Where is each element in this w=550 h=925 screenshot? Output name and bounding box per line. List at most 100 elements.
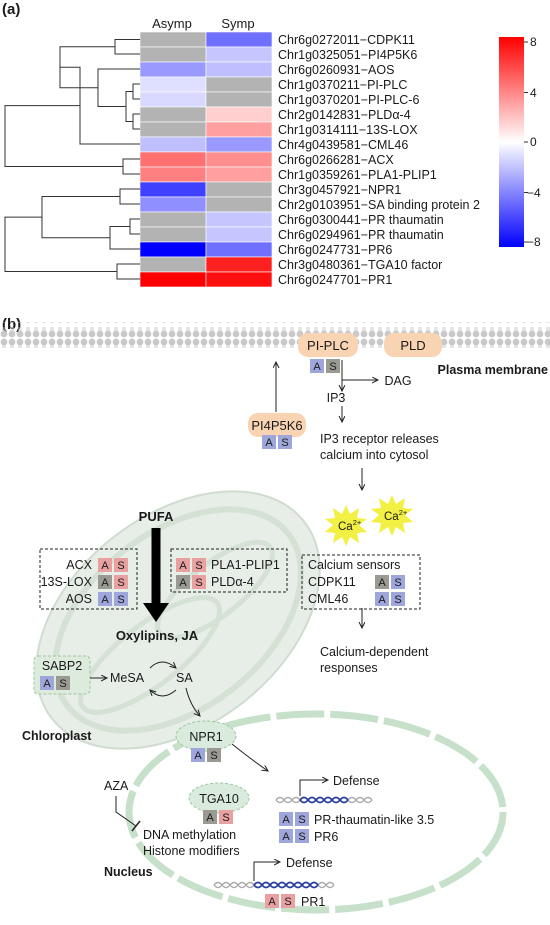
chloroplast-label: Chloroplast xyxy=(22,729,92,743)
gene-label: Chr3g0480361−TGA10 factor xyxy=(278,258,442,272)
heatmap-cell-asymp xyxy=(139,196,207,213)
ip3-label: IP3 xyxy=(327,391,346,405)
colorbar xyxy=(499,37,524,247)
cml46-tile-a: A xyxy=(378,594,386,606)
pi4p5k6-tile-a: A xyxy=(265,437,273,449)
pr-thaumatin-symp-tile xyxy=(295,812,309,826)
pla1-symp-tile xyxy=(192,558,206,572)
aos-tile-s: S xyxy=(117,594,124,606)
plasma-membrane-label: Plasma membrane xyxy=(438,363,549,377)
acx-asymp-tile xyxy=(98,558,112,572)
gene-label: Chr1g0314111−13S-LOX xyxy=(278,123,418,137)
sa-cycle-arrows xyxy=(90,661,200,716)
cdpk11-tile-s: S xyxy=(394,577,401,589)
calcium-ion-1-label: Ca2+ xyxy=(338,518,362,533)
heatmap-cell-asymp xyxy=(139,166,207,183)
dna-helix-upper xyxy=(275,796,373,804)
pi-plc-tile-a: A xyxy=(313,361,321,373)
gene-label: Chr1g0370211−PI-PLC xyxy=(278,78,407,92)
aos-asymp-tile xyxy=(98,592,112,606)
pr6-symp-tile xyxy=(295,829,309,843)
sa-label: SA xyxy=(176,671,193,685)
oxylipins-label: Oxylipins, JA xyxy=(116,628,199,643)
heatmap-cell-asymp xyxy=(139,121,207,138)
cml46-label: CML46 xyxy=(308,592,348,606)
heatmap-cell-symp xyxy=(205,226,273,243)
nucleus-envelope xyxy=(125,710,507,914)
heatmap-cell-symp xyxy=(205,46,273,63)
heatmap-cell-asymp xyxy=(139,46,207,63)
cml46-tile-s: S xyxy=(394,594,401,606)
gene-label: Chr6g0300441−PR thaumatin xyxy=(278,213,444,227)
dag-label: DAG xyxy=(384,374,411,388)
lox-label: 13S-LOX xyxy=(41,575,93,589)
lox-asymp-tile xyxy=(98,575,112,589)
acx-symp-tile xyxy=(114,558,128,572)
npr1-symp-tile xyxy=(207,748,221,762)
pld-protein xyxy=(384,333,442,357)
nucleus-label: Nucleus xyxy=(104,865,153,879)
acx-label: ACX xyxy=(66,558,92,572)
cdpk11-symp-tile xyxy=(391,575,405,589)
pi4p5k6-asymp-tile xyxy=(262,435,276,449)
pi4p5k6-protein xyxy=(248,413,306,437)
pr-thaumatin-label: PR-thaumatin-like 3.5 xyxy=(314,813,434,827)
gene-label: Chr1g0359261−PLA1-PLIP1 xyxy=(278,168,437,182)
heatmap-cell-asymp xyxy=(139,61,207,78)
gene-label: Chr2g0103951−SA binding protein 2 xyxy=(278,198,480,212)
pla1-label: PLA1-PLIP1 xyxy=(211,558,280,572)
pi4p5k6-symp-tile xyxy=(278,435,292,449)
colorbar-ticks xyxy=(524,41,528,243)
aza-inhibition-bar xyxy=(131,820,141,832)
acx-tile-s: S xyxy=(117,560,124,572)
pla1-tile-s: S xyxy=(195,560,202,572)
calcium-ion-2-label: Ca2+ xyxy=(384,508,408,523)
heatmap-cell-asymp xyxy=(139,256,207,273)
column-header-symp: Symp xyxy=(221,16,254,31)
pi-plc-asymp-tile xyxy=(310,359,324,373)
npr1-tile-s: S xyxy=(210,750,217,762)
heatmap-cell-asymp xyxy=(139,226,207,243)
plda4-symp-tile xyxy=(192,575,206,589)
defense-arrow-lower xyxy=(253,862,280,881)
sabp2-tile-s: S xyxy=(59,678,66,690)
lipase-enzymes-box xyxy=(170,548,288,593)
dna-helix-lower xyxy=(213,881,335,889)
calcium-ion-1 xyxy=(325,505,367,546)
aos-label: AOS xyxy=(66,592,92,606)
panel-a-label: (a) xyxy=(2,1,20,18)
pla1-tile-a: A xyxy=(179,560,187,572)
pufa-label: PUFA xyxy=(139,509,174,524)
defense-label-upper: Defense xyxy=(333,774,380,788)
pr-thaumatin-tile-s: S xyxy=(298,814,305,826)
gene-label: Chr6g0247701−PR1 xyxy=(278,273,392,287)
gene-label: Chr1g0370201−PI-PLC-6 xyxy=(278,93,419,107)
colorbar-tick-0: 0 xyxy=(530,135,537,149)
plda4-asymp-tile xyxy=(176,575,190,589)
colorbar-tick-4: 4 xyxy=(530,86,537,100)
npr1-arrow xyxy=(231,743,268,771)
ip3-receptor-line1: IP3 receptor releases xyxy=(320,432,439,446)
calcium-responses-line1: Calcium-dependent xyxy=(320,645,429,659)
gene-label: Chr6g0294961−PR thaumatin xyxy=(278,228,444,242)
gene-label: Chr6g0247731−PR6 xyxy=(278,243,392,257)
aza-inhibition xyxy=(115,796,137,827)
pld-label: PLD xyxy=(400,338,425,353)
heatmap-cell-asymp xyxy=(139,91,207,108)
calcium-sensors-box xyxy=(301,554,421,610)
pr6-asymp-tile xyxy=(279,829,293,843)
cml46-symp-tile xyxy=(391,592,405,606)
heatmap-cell-asymp xyxy=(139,271,207,288)
tga10-symp-tile xyxy=(219,810,233,824)
tga10-tile-a: A xyxy=(206,812,214,824)
aos-symp-tile xyxy=(114,592,128,606)
heatmap-cell-symp xyxy=(205,256,273,273)
cdpk11-tile-a: A xyxy=(378,577,386,589)
ip3-receptor-line2: calcium into cytosol xyxy=(320,448,428,462)
dendrogram xyxy=(4,39,140,280)
aos-tile-a: A xyxy=(101,594,109,606)
pr6-tile-s: S xyxy=(298,831,305,843)
pr1-label: PR1 xyxy=(301,895,325,909)
npr1-label: NPR1 xyxy=(189,730,222,744)
